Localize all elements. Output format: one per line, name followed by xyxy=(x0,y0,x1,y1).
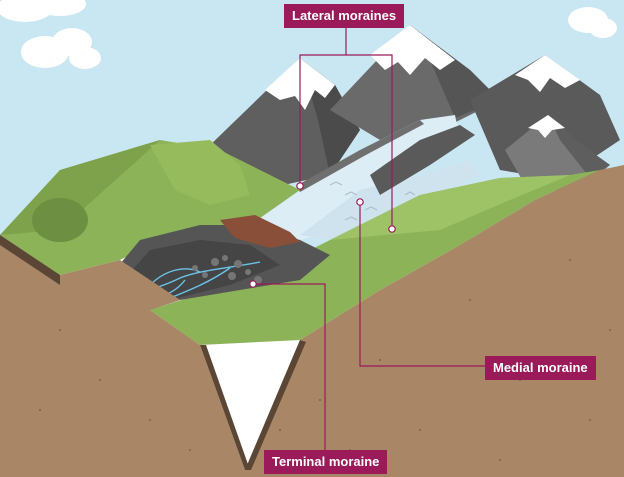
glacier-ice xyxy=(250,115,460,245)
label-terminal-moraine: Terminal moraine xyxy=(264,450,388,474)
soil-front-face xyxy=(0,235,245,477)
soil-right-edge xyxy=(200,345,250,470)
grass-right-slope xyxy=(150,170,600,345)
cloud-right xyxy=(568,7,617,38)
dot-lateral-left xyxy=(296,182,304,190)
label-medial-moraine: Medial moraine xyxy=(485,356,596,380)
soil-top-edge-right xyxy=(245,340,306,470)
soil-right-face xyxy=(245,165,624,477)
leader-dots xyxy=(249,182,396,288)
shrub xyxy=(32,198,88,242)
cloud-top-left xyxy=(0,0,86,22)
leader-lines xyxy=(253,24,485,450)
soil-left-face-top xyxy=(0,235,60,285)
soil-specks xyxy=(39,259,611,461)
snow-cap-center xyxy=(370,25,455,75)
debris-deposit xyxy=(220,215,300,248)
dot-terminal xyxy=(249,280,257,288)
snow-cap-small xyxy=(528,115,565,138)
label-lateral-moraines: Lateral moraines xyxy=(284,4,405,28)
snow-cap-right xyxy=(515,55,580,92)
dot-lateral-right xyxy=(388,225,396,233)
dot-medial xyxy=(356,198,364,206)
medial-moraine-strip xyxy=(370,125,475,195)
cloud-left xyxy=(21,28,101,69)
leader-medial xyxy=(359,202,485,367)
grass-right-highlight xyxy=(330,175,570,240)
mountain-right-lower-shade xyxy=(548,115,610,178)
leader-terminal xyxy=(253,283,326,450)
hillside-grass xyxy=(150,140,250,205)
